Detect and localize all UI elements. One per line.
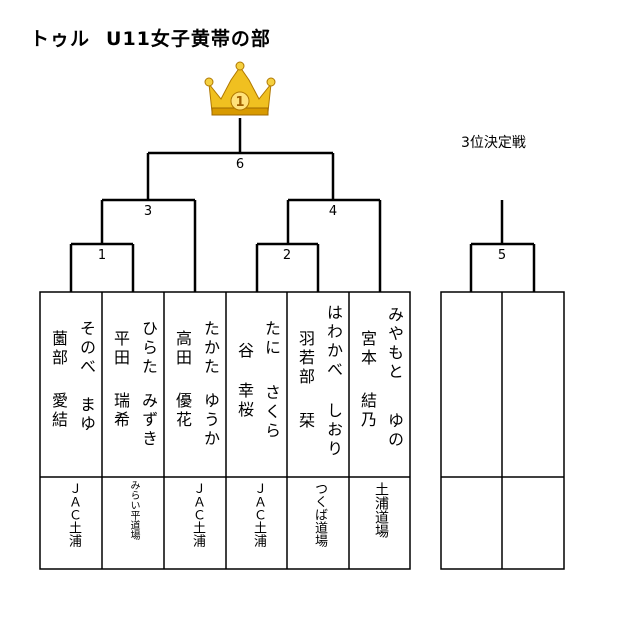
player-club: ＪＡＣ土浦 [251, 482, 266, 547]
player-kanji-given: 幸桜 [235, 382, 254, 420]
player-kana-given: しおり [324, 402, 343, 459]
crown-rank: 1 [235, 95, 244, 110]
bracket-lines [69, 118, 536, 292]
match-label-3: 3 [144, 204, 152, 219]
player-kanji-given: 優花 [173, 392, 192, 430]
player-kana-family: たかた [201, 320, 220, 377]
event-name: トゥル [30, 28, 91, 50]
player-cell-6: みやもと ゆの 宮本 結乃 土浦道場 [349, 292, 410, 569]
player-cell-4: たに さくら 谷 幸桜 ＪＡＣ土浦 [226, 292, 287, 569]
player-cell-3: たかた ゆうか 高田 優花 ＪＡＣ土浦 [164, 292, 226, 569]
player-kana-given: さくら [262, 384, 281, 441]
division-name: U11女子黄帯の部 [106, 28, 271, 50]
player-club: ＪＡＣ土浦 [190, 482, 205, 547]
player-kanji-family: 高田 [173, 330, 192, 368]
player-kanji-family: 羽若部 [296, 330, 315, 387]
player-cell-2: ひらた みずき 平田 瑞希 みらい平道場 [102, 292, 164, 569]
player-kana-family: そのべ [77, 320, 96, 377]
player-kana-family: みやもと [385, 306, 404, 382]
match-label-1: 1 [98, 248, 106, 263]
player-kana-given: ゆうか [201, 392, 220, 449]
player-club: 土浦道場 [373, 482, 389, 538]
player-kanji-family: 平田 [111, 330, 130, 368]
player-kanji-given: 結乃 [358, 392, 377, 430]
player-kanji-given: 愛結 [49, 392, 68, 430]
player-kana-family: ひらた [139, 320, 158, 377]
player-kana-family: はわかべ [324, 304, 343, 380]
player-kana-given: ゆの [385, 412, 404, 450]
player-kanji-given: 栞 [296, 412, 315, 431]
player-kana-given: みずき [139, 392, 158, 449]
player-cell-5: はわかべ しおり 羽若部 栞 つくば道場 [287, 292, 349, 569]
player-kanji-family: 谷 [235, 342, 254, 361]
match-label-6: 6 [236, 157, 244, 172]
match-label-5: 5 [498, 248, 506, 263]
player-kana-family: たに [262, 320, 281, 358]
player-kana-given: まゆ [77, 396, 96, 434]
player-kanji-family: 薗部 [49, 330, 68, 368]
page-title: トゥル U11女子黄帯の部 [30, 24, 271, 51]
third-place-label: 3位決定戦 [461, 135, 526, 151]
player-club: ＪＡＣ土浦 [66, 482, 81, 547]
name-table [39, 291, 565, 570]
crown-icon: 1 [204, 61, 276, 116]
player-club: つくば道場 [312, 482, 327, 547]
player-club: みらい平道場 [128, 480, 139, 540]
player-kanji-family: 宮本 [358, 330, 377, 368]
match-label-4: 4 [329, 204, 337, 219]
player-kanji-given: 瑞希 [111, 392, 130, 430]
player-cell-1: そのべ まゆ 薗部 愛結 ＪＡＣ土浦 [40, 292, 102, 569]
match-label-2: 2 [283, 248, 291, 263]
